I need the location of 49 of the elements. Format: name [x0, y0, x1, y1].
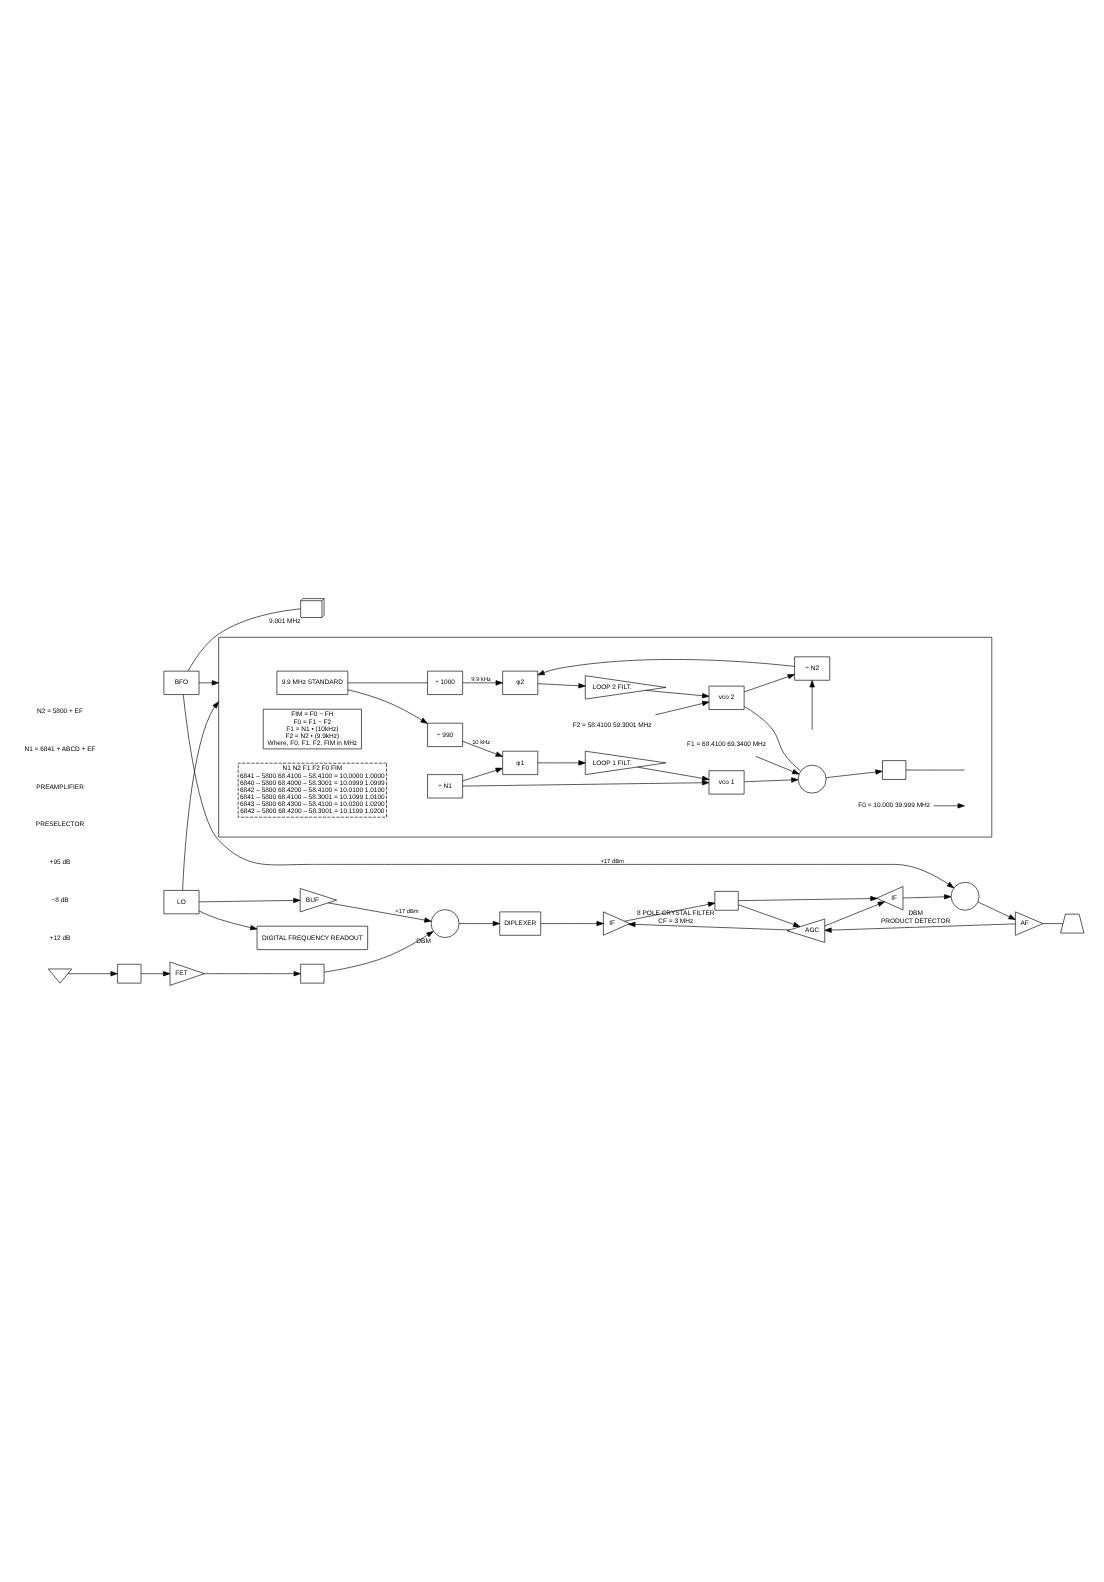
arrow — [462, 766, 503, 781]
node-box — [714, 890, 739, 910]
arrow — [462, 779, 710, 786]
arrow — [755, 755, 800, 774]
arrow — [462, 740, 503, 756]
arrow — [824, 900, 885, 926]
arrow — [198, 896, 301, 903]
arrow — [624, 900, 716, 921]
node-box — [117, 962, 142, 983]
arrow — [182, 693, 955, 888]
arrow — [67, 970, 118, 976]
arrow — [825, 768, 883, 777]
node-circle — [797, 763, 827, 793]
node-circle — [950, 880, 980, 910]
node-speaker — [1060, 912, 1085, 933]
arrow — [328, 901, 432, 922]
arrow — [738, 903, 801, 926]
arrow — [462, 679, 503, 685]
arrow — [637, 765, 710, 780]
arrow — [140, 970, 171, 976]
arrow — [537, 682, 586, 688]
cluster — [218, 636, 993, 837]
arrow — [204, 970, 301, 976]
arrow — [198, 909, 258, 930]
node-antenna — [48, 967, 73, 983]
arrow — [458, 920, 500, 926]
arrow — [540, 920, 604, 926]
node-box — [882, 759, 907, 779]
arrow — [628, 920, 790, 930]
arrow — [743, 776, 799, 782]
connector — [347, 681, 428, 683]
node-box — [300, 962, 325, 983]
arrow — [824, 922, 1016, 932]
arrow — [347, 688, 428, 723]
arrow — [809, 679, 815, 730]
arrow — [645, 689, 710, 698]
arrow — [933, 802, 965, 808]
connector — [1042, 922, 1064, 923]
arrow — [902, 893, 952, 899]
arrow — [738, 894, 878, 901]
arrow — [537, 658, 795, 675]
arrow — [654, 699, 710, 715]
arrow — [182, 700, 219, 890]
arrow — [977, 900, 1016, 919]
arrow — [198, 679, 219, 685]
arrow — [323, 930, 434, 972]
arrow — [743, 673, 795, 692]
node-circle — [430, 908, 460, 937]
arrow — [537, 759, 586, 765]
